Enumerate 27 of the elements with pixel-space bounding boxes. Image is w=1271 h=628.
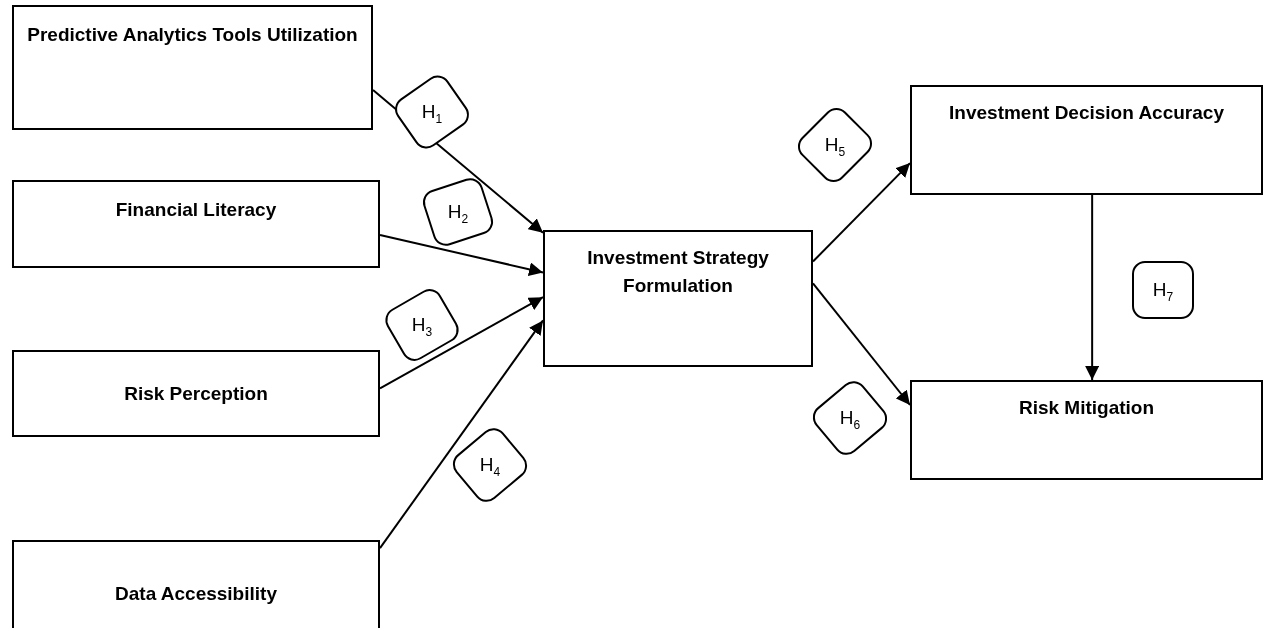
construct-label: Data Accessibility <box>114 582 278 606</box>
arrow <box>812 162 911 263</box>
construct-box <box>12 180 380 268</box>
construct-box <box>12 5 373 130</box>
arrow <box>379 234 544 277</box>
edge-label: H$_{3}$ <box>410 313 434 340</box>
edge-label: H$_{7}$ <box>1151 278 1175 305</box>
edge-label: H$_{4}$ <box>478 453 502 480</box>
construct-box <box>543 230 813 367</box>
arrow <box>379 296 544 390</box>
construct-label: Risk Mitigation <box>1017 396 1156 420</box>
construct-box <box>910 85 1263 195</box>
edge-label: H$_{6}$ <box>838 406 862 433</box>
arrow <box>1085 194 1100 381</box>
construct-box <box>12 350 380 437</box>
construct-box <box>910 380 1263 480</box>
construct-box <box>12 540 380 628</box>
construct-label: Investment Decision Accuracy <box>948 101 1225 125</box>
construct-label: Predictive Analytics Tools Utilization <box>26 23 359 47</box>
construct-label: Risk Perception <box>123 382 269 406</box>
construct-label: Financial Literacy <box>114 198 278 222</box>
arrow <box>379 319 544 550</box>
edge-label: H$_{2}$ <box>446 200 470 227</box>
edge-label: H$_{1}$ <box>420 100 444 127</box>
edge-label: H$_{5}$ <box>823 133 847 160</box>
construct-label: Investment Strategy Formulation <box>586 246 770 298</box>
arrow <box>812 282 911 406</box>
